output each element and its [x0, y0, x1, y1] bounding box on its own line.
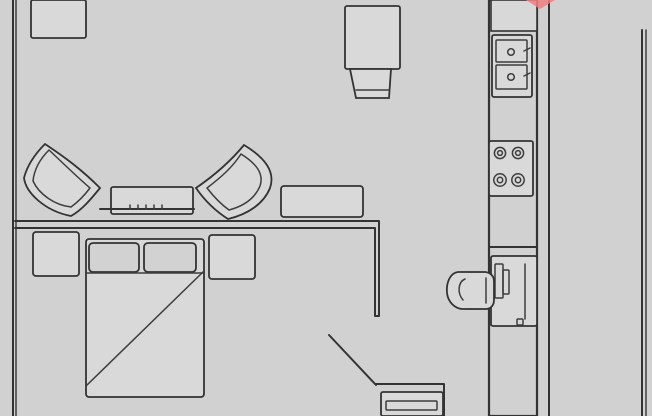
bottom-room-outline	[375, 383, 445, 416]
table-chair	[348, 68, 392, 99]
tv-console-detail	[129, 204, 163, 210]
pillow-right	[143, 242, 197, 273]
burner-3	[493, 173, 507, 187]
bench	[280, 185, 364, 218]
bedroom-partition	[14, 220, 380, 317]
sink-drain-top	[506, 47, 516, 57]
nightstand-left	[32, 231, 80, 277]
burner-4-center	[514, 176, 522, 184]
sink	[491, 34, 533, 98]
desk-chair	[445, 271, 495, 310]
burner-4	[511, 173, 525, 187]
desk	[490, 255, 538, 327]
sink-basin-bottom	[495, 64, 528, 90]
table	[344, 5, 401, 70]
sink-faucet-bottom	[523, 72, 531, 77]
burner-3-center	[496, 176, 504, 184]
armchair-right-seat	[206, 153, 262, 211]
desk-small-object	[516, 318, 524, 326]
counter-top	[490, 0, 538, 32]
appliance-bottom	[380, 391, 444, 416]
burner-2-center	[514, 149, 522, 157]
pillow-left	[88, 242, 140, 273]
sink-faucet-top	[523, 47, 531, 52]
accent-marker	[526, 0, 555, 9]
sink-drain-bottom	[506, 72, 516, 82]
appliance-bottom-detail	[385, 400, 438, 411]
tv-console	[110, 186, 194, 215]
armchair-left-seat	[32, 149, 91, 208]
top-left-storage	[30, 0, 87, 39]
keyboard	[502, 269, 510, 295]
burner-1-center	[496, 149, 504, 157]
sink-basin-top	[495, 39, 528, 63]
door-swing-line	[328, 334, 377, 386]
bed-cover-diagonal	[85, 270, 205, 387]
burner-1	[493, 146, 507, 160]
desk-chair-back	[458, 278, 466, 301]
burner-2	[511, 146, 525, 160]
nightstand-right	[208, 234, 256, 280]
